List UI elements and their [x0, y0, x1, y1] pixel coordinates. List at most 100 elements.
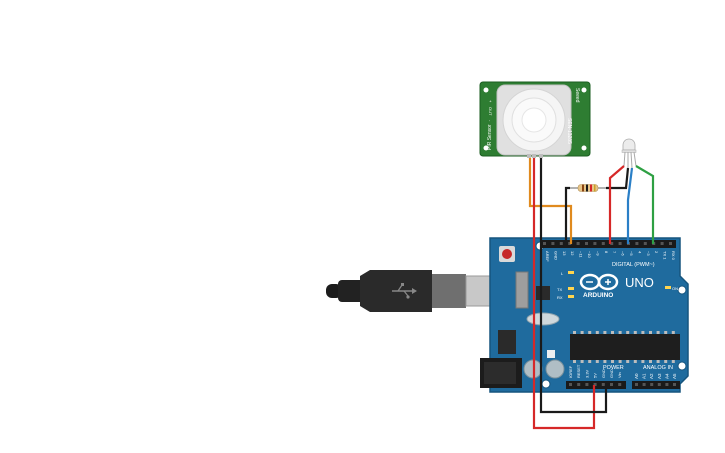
- chip-pin: [611, 360, 614, 363]
- digital-pin[interactable]: [643, 242, 647, 245]
- wire-red-5v: [532, 156, 596, 430]
- analog-pin[interactable]: [657, 383, 661, 386]
- power-pin[interactable]: [577, 383, 581, 386]
- digital-pin-label: 13: [562, 251, 567, 256]
- arduino-model-text: UNO: [625, 275, 654, 290]
- analog-pin[interactable]: [665, 383, 669, 386]
- power-pin[interactable]: [610, 383, 613, 386]
- dc-power-jack: [480, 358, 522, 388]
- status-leds: L TX RX ON: [557, 271, 678, 300]
- digital-pin[interactable]: [618, 242, 622, 245]
- analog-pin[interactable]: [650, 383, 654, 386]
- power-pin[interactable]: [618, 383, 622, 386]
- reset-button[interactable]: [499, 246, 515, 262]
- power-pin-label: 5V: [593, 373, 598, 378]
- arduino-infinity-icon: [579, 273, 619, 291]
- digital-pin[interactable]: [610, 242, 614, 245]
- chip-pin: [595, 360, 599, 363]
- chip-pin: [603, 360, 607, 363]
- digital-pin[interactable]: [601, 242, 605, 245]
- digital-pin[interactable]: [568, 242, 572, 245]
- analog-pin[interactable]: [673, 383, 676, 386]
- led-l-label: L: [561, 271, 564, 276]
- chip-pin: [656, 331, 660, 334]
- power-pin-label: RESET: [576, 364, 581, 378]
- digital-pin[interactable]: [543, 242, 546, 245]
- digital-pin[interactable]: [593, 242, 597, 245]
- analog-header[interactable]: [632, 381, 680, 389]
- chip-pin: [671, 360, 675, 363]
- led-tx-label: TX: [557, 287, 562, 292]
- digital-pin[interactable]: [660, 242, 664, 245]
- power-pin[interactable]: [593, 383, 597, 386]
- power-pin-label: Vin: [617, 372, 622, 378]
- chip-pin: [603, 331, 607, 334]
- digital-pin-label: 7: [612, 251, 617, 254]
- usb-cable[interactable]: [326, 270, 517, 312]
- digital-pin-label: ~11: [579, 251, 584, 258]
- wire-orange: [528, 156, 573, 244]
- digital-pin-label: 4: [637, 251, 642, 254]
- analog-pin[interactable]: [635, 383, 638, 386]
- atmega-chip: [570, 331, 680, 363]
- chip-pin: [588, 360, 592, 363]
- chip-pin: [595, 331, 599, 334]
- analog-pin-label: A2: [649, 373, 654, 379]
- chip-pin: [573, 331, 576, 334]
- wires[interactable]: [528, 156, 655, 430]
- pir-right-label-1: Seeed: [574, 88, 580, 103]
- digital-header[interactable]: [540, 240, 676, 248]
- digital-pin[interactable]: [669, 242, 672, 245]
- power-pin[interactable]: [601, 383, 605, 386]
- chip-pin: [626, 360, 630, 363]
- power-section-label: POWER: [603, 365, 624, 371]
- analog-pin-label: A1: [642, 373, 647, 379]
- wire-blue-led: [626, 167, 634, 244]
- chip-pin: [641, 331, 645, 334]
- power-header[interactable]: [566, 381, 626, 389]
- chip-pin: [618, 331, 622, 334]
- chip-pin: [626, 331, 630, 334]
- analog-section-label: ANALOG IN: [643, 365, 673, 371]
- digital-pin[interactable]: [585, 242, 588, 245]
- digital-pin-label: ~9: [595, 251, 600, 256]
- digital-pin-label: ~3: [646, 251, 651, 256]
- chip-pin: [664, 331, 668, 334]
- chip-pin: [580, 331, 584, 334]
- chip-pin: [649, 360, 652, 363]
- wire-black-gnd-resistor: [564, 186, 570, 244]
- digital-pin-label: 8: [604, 251, 609, 254]
- pir-dome: [496, 84, 572, 156]
- digital-section-label: DIGITAL (PWM~): [612, 262, 655, 268]
- wire-black-gnd: [539, 156, 608, 414]
- usb-plug-icon: [392, 283, 417, 299]
- pir-pins[interactable]: [527, 154, 543, 158]
- power-pin[interactable]: [585, 383, 589, 386]
- on-led-label: ON: [672, 286, 678, 291]
- wire-green-led: [635, 165, 655, 244]
- arduino-brand-text: ARDUINO: [583, 292, 613, 299]
- digital-pin[interactable]: [576, 242, 580, 245]
- analog-pin[interactable]: [642, 383, 646, 386]
- chip-pin: [649, 331, 652, 334]
- power-pin-label: 3.3V: [584, 369, 589, 378]
- chip-pin: [573, 360, 576, 363]
- led-rx-label: RX: [557, 295, 563, 300]
- digital-pin-label: RX 0: [671, 251, 676, 261]
- pir-sensor[interactable]: PIR Sensor Seeed SEN-13285 + OUT -: [479, 81, 591, 158]
- digital-pin[interactable]: [551, 242, 555, 245]
- power-pin[interactable]: [569, 383, 572, 386]
- digital-pin[interactable]: [635, 242, 639, 245]
- chip-pin: [580, 360, 584, 363]
- power-pin-label: GND: [609, 369, 614, 378]
- chip-pin: [633, 360, 637, 363]
- digital-pin[interactable]: [559, 242, 563, 245]
- digital-pin-label: GND: [553, 251, 558, 260]
- rgb-led[interactable]: [621, 138, 637, 169]
- resistor[interactable]: [570, 184, 606, 192]
- pir-pin-label-minus: -: [488, 120, 493, 122]
